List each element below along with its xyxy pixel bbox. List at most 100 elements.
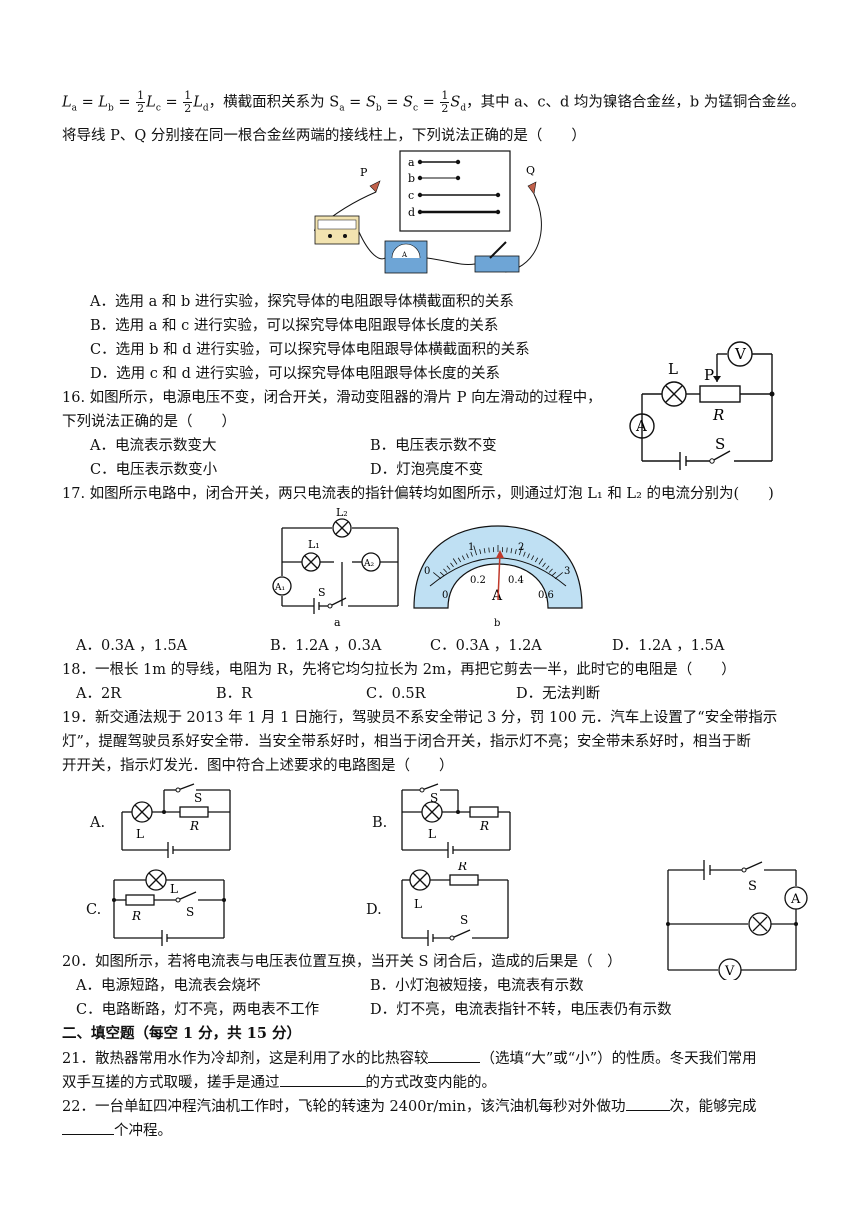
rheostat-label: R	[712, 406, 724, 424]
resistor-label: R	[479, 819, 489, 833]
q17-ammeter-dial: 0 1 2 3 0 0.2 0.4 0.6 A b	[413, 525, 583, 629]
q19-stem-2: 灯”，提醒驾驶员系好安全带．当安全带系好时，相当于闭合开关，指示灯不亮；安全带未…	[62, 734, 751, 750]
q19-circuit-d: L R S	[401, 862, 509, 946]
lamp-label: L	[170, 882, 178, 896]
q15-option-b: B．选用 a 和 c 进行实验，可以探究导体电阻跟导体长度的关系	[90, 318, 499, 334]
dial-tick	[542, 562, 546, 568]
lamp-label: L	[668, 360, 678, 378]
dial-tick	[452, 558, 458, 565]
clip-label-q: Q	[526, 164, 535, 177]
q22-blank-2[interactable]	[62, 1120, 114, 1135]
dial-tick	[433, 572, 442, 580]
dial-tick	[523, 551, 526, 557]
meter-needle	[497, 551, 501, 601]
q21-text-1b: （选填“大”或“小”）的性质。冬天我们常用	[480, 1051, 757, 1067]
q16-option-d: D．灯泡亮度不变	[370, 462, 484, 478]
caption-a: a	[334, 616, 341, 629]
q22-text-1b: 次，能够完成	[669, 1099, 757, 1115]
dial-tick	[443, 568, 448, 573]
wire-label-a: a	[408, 156, 415, 169]
scale-top-3: 3	[564, 566, 570, 577]
scale-bottom-2: 0.4	[508, 575, 524, 586]
q19-stem-3: 开开关，指示灯发光．图中符合上述要求的电路图是（ ）	[62, 758, 454, 774]
q16-stem-2: 下列说法正确的是（ ）	[62, 414, 236, 430]
q22-text-2b: 个冲程。	[114, 1123, 172, 1139]
q19-circuit-a: S L R	[121, 783, 231, 858]
wire-label-c: c	[408, 189, 414, 202]
dial-tick	[470, 551, 473, 557]
dial-tick	[446, 565, 451, 570]
ammeter-label: A	[790, 892, 801, 907]
q22-blank-1[interactable]	[625, 1096, 670, 1111]
q21-line-2: 双手互搓的方式取暖，搓手是通过的方式改变内能的。	[62, 1072, 496, 1093]
q19-label-d: D.	[366, 902, 382, 918]
wire-label-b: b	[408, 172, 415, 185]
q16-stem-1: 16. 如图所示，电源电压不变，闭合开关，滑动变阻器的滑片 P 向左滑动的过程中…	[62, 390, 602, 406]
q22-text-1a: 22．一台单缸四冲程汽油机工作时，飞轮的转速为 2400r/min，该汽油机每秒…	[62, 1099, 626, 1115]
switch-label: S	[318, 586, 326, 599]
dial-tick	[531, 555, 535, 561]
dial-tick	[519, 545, 523, 556]
dial-tick	[514, 549, 517, 555]
scale-bottom-1: 0.2	[470, 575, 486, 586]
q15-figure: a b c d P Q A	[314, 150, 542, 274]
resistor-label: R	[457, 862, 467, 873]
q18-option-c: C．0.5R	[366, 686, 426, 702]
lamp-label: L	[414, 897, 422, 911]
q21-text-2a: 双手互搓的方式取暖，搓手是通过	[62, 1075, 280, 1091]
dial-tick	[527, 553, 530, 559]
voltmeter-label: V	[724, 964, 735, 979]
q21-text-1a: 21．散热器常用水作为冷却剂，这是利用了水的比热容较	[62, 1051, 429, 1067]
dial-tick	[488, 547, 490, 553]
q19-circuit-b: S L R	[401, 783, 511, 858]
dial-tick	[538, 558, 544, 565]
q16-option-a: A．电流表示数变大	[90, 438, 217, 454]
q21-line-1: 21．散热器常用水作为冷却剂，这是利用了水的比热容较 （选填“大”或“小”）的性质…	[62, 1048, 757, 1069]
dial-tick	[510, 548, 513, 554]
q20-stem: 20．如图所示，若将电流表与电压表位置互换，当开关 S 闭合后，造成的后果是（ …	[62, 954, 622, 970]
switch-label: S	[715, 435, 725, 453]
switch-label: S	[748, 879, 757, 894]
scale-bottom-0: 0	[442, 590, 448, 601]
q20-option-b: B．小灯泡被短接，电流表有示数	[370, 978, 584, 994]
q15-formula-text: ，横截面积关系为 S	[208, 94, 340, 111]
q20-circuit: S A V	[666, 860, 808, 980]
switch-label: S	[186, 905, 194, 919]
resistor-label: R	[189, 819, 199, 833]
ammeter-label: A	[635, 417, 647, 435]
ammeter-a2-label: A₂	[363, 559, 374, 569]
meter-label: A	[491, 588, 503, 604]
q19-label-a: A.	[90, 815, 106, 831]
ammeter-a1-label: A₁	[274, 583, 285, 593]
q21-blank-1[interactable]	[428, 1048, 481, 1063]
section-heading: 二、填空题（每空 1 分，共 15 分）	[62, 1025, 301, 1042]
scale-bottom-3: 0.6	[538, 590, 554, 601]
dial-tick	[483, 548, 486, 554]
q16-option-b: B．电压表示数不变	[370, 438, 497, 454]
q21-blank-2[interactable]	[279, 1072, 366, 1087]
voltmeter-label: V	[734, 345, 747, 363]
dial-tick	[479, 549, 482, 555]
caption-b: b	[494, 618, 500, 629]
q15-option-a: A．选用 a 和 b 进行实验，探究导体的电阻跟导体横截面积的关系	[90, 294, 514, 310]
q15-stem: 将导线 P、Q 分别接在同一根合金丝两端的接线柱上，下列说法正确的是（ ）	[62, 128, 586, 144]
dial-tick	[506, 547, 508, 553]
q18-option-d: D．无法判断	[516, 686, 601, 702]
q22-line-1: 22．一台单缸四冲程汽油机工作时，飞轮的转速为 2400r/min，该汽油机每秒…	[62, 1096, 757, 1117]
dial-tick	[450, 562, 454, 568]
q19-stem-1: 19．新交通法规于 2013 年 1 月 1 日施行，驾驶员不系安全带记 3 分…	[62, 710, 778, 726]
q17-option-a: A．0.3A ，1.5A	[76, 638, 188, 654]
lamp-l1-label: L₁	[308, 538, 320, 551]
resistor-label: R	[131, 909, 141, 923]
q16-option-c: C．电压表示数变小	[90, 462, 218, 478]
dial-tick	[548, 568, 553, 573]
lamp-l2-label: L₂	[336, 506, 348, 519]
q18-option-a: A．2R	[76, 686, 122, 702]
q22-line-2: 个冲程。	[62, 1120, 172, 1141]
switch-label: S	[430, 791, 438, 805]
q17-option-b: B．1.2A ，0.3A	[270, 638, 382, 654]
